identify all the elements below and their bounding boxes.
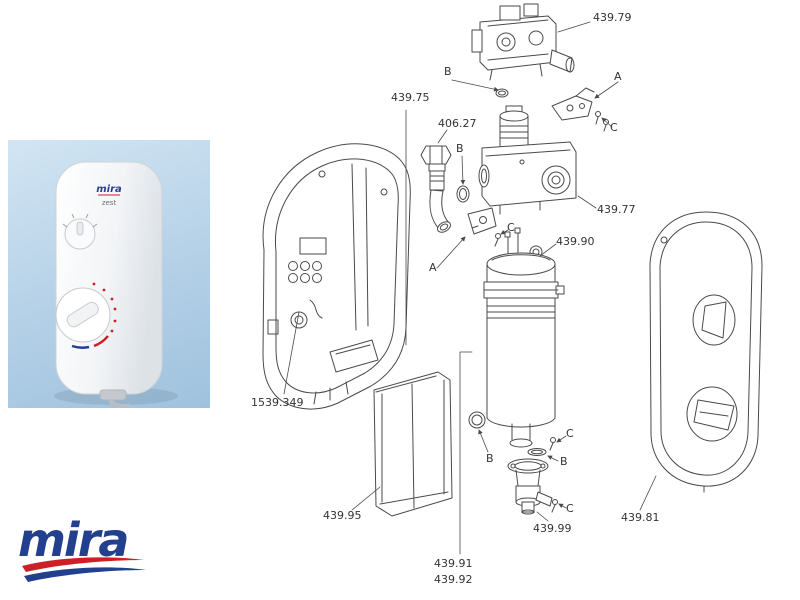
unit-model-text: zest: [102, 199, 117, 207]
microswitch-drawing: [551, 87, 609, 132]
outlet-assembly-drawing: [507, 437, 558, 515]
part-label-b-tank: B: [486, 452, 494, 465]
heater-tank-drawing: [483, 227, 565, 448]
part-label-c-outlet: C: [566, 502, 574, 515]
solenoid-valve-drawing: [478, 105, 577, 215]
bracket-drawing: [467, 207, 501, 247]
part-label-c-mid: C: [507, 221, 515, 234]
part-label-b-outlet: B: [560, 455, 568, 468]
inlet-fitting-drawing: [420, 145, 452, 233]
part-label-439-92: 439.92: [434, 573, 473, 586]
product-photo: mira zest: [8, 140, 210, 409]
mira-logo: mira: [16, 510, 166, 594]
part-label-439-91: 439.91: [434, 557, 473, 570]
logo-blue-swoosh: [24, 567, 146, 582]
mira-logo-graphic: mira: [18, 513, 146, 582]
unit-brand-text: mira: [96, 184, 122, 195]
part-label-439-81: 439.81: [621, 511, 660, 524]
part-label-439-99: 439.99: [533, 522, 572, 535]
cold-arc: [71, 344, 90, 349]
part-label-c-top: C: [610, 121, 618, 134]
part-label-439-79: 439.79: [593, 11, 632, 24]
oring-tank-drawing: [468, 411, 486, 429]
power-selector-knob[interactable]: [62, 213, 98, 250]
part-label-406-27: 406.27: [438, 117, 477, 130]
temperature-dots: [92, 282, 117, 333]
part-label-b-top: B: [444, 65, 452, 78]
part-label-a-mid: A: [429, 261, 437, 274]
shower-hose: [108, 399, 131, 409]
shower-unit-photo: mira zest: [54, 161, 178, 409]
logo-red-swoosh: [22, 557, 144, 572]
pump-assembly-drawing: [471, 3, 575, 81]
shroud-drawing: [373, 371, 453, 517]
backplate-drawing: [262, 143, 411, 410]
part-label-439-95: 439.95: [323, 509, 362, 522]
part-label-b-inlet: B: [456, 142, 464, 155]
hot-arc: [93, 335, 109, 348]
front-cover-drawing: [649, 211, 763, 493]
part-label-c-tank: C: [566, 427, 574, 440]
temperature-knob[interactable]: [55, 282, 117, 349]
leader-lines: [283, 21, 657, 555]
part-label-a-top: A: [614, 70, 622, 83]
part-label-439-75: 439.75: [391, 91, 430, 104]
oring-top-drawing: [495, 88, 509, 98]
oring-inlet-drawing: [456, 185, 470, 203]
part-label-439-90: 439.90: [556, 235, 595, 248]
part-label-1539-349: 1539.349: [251, 396, 304, 409]
part-label-439-77: 439.77: [597, 203, 636, 216]
